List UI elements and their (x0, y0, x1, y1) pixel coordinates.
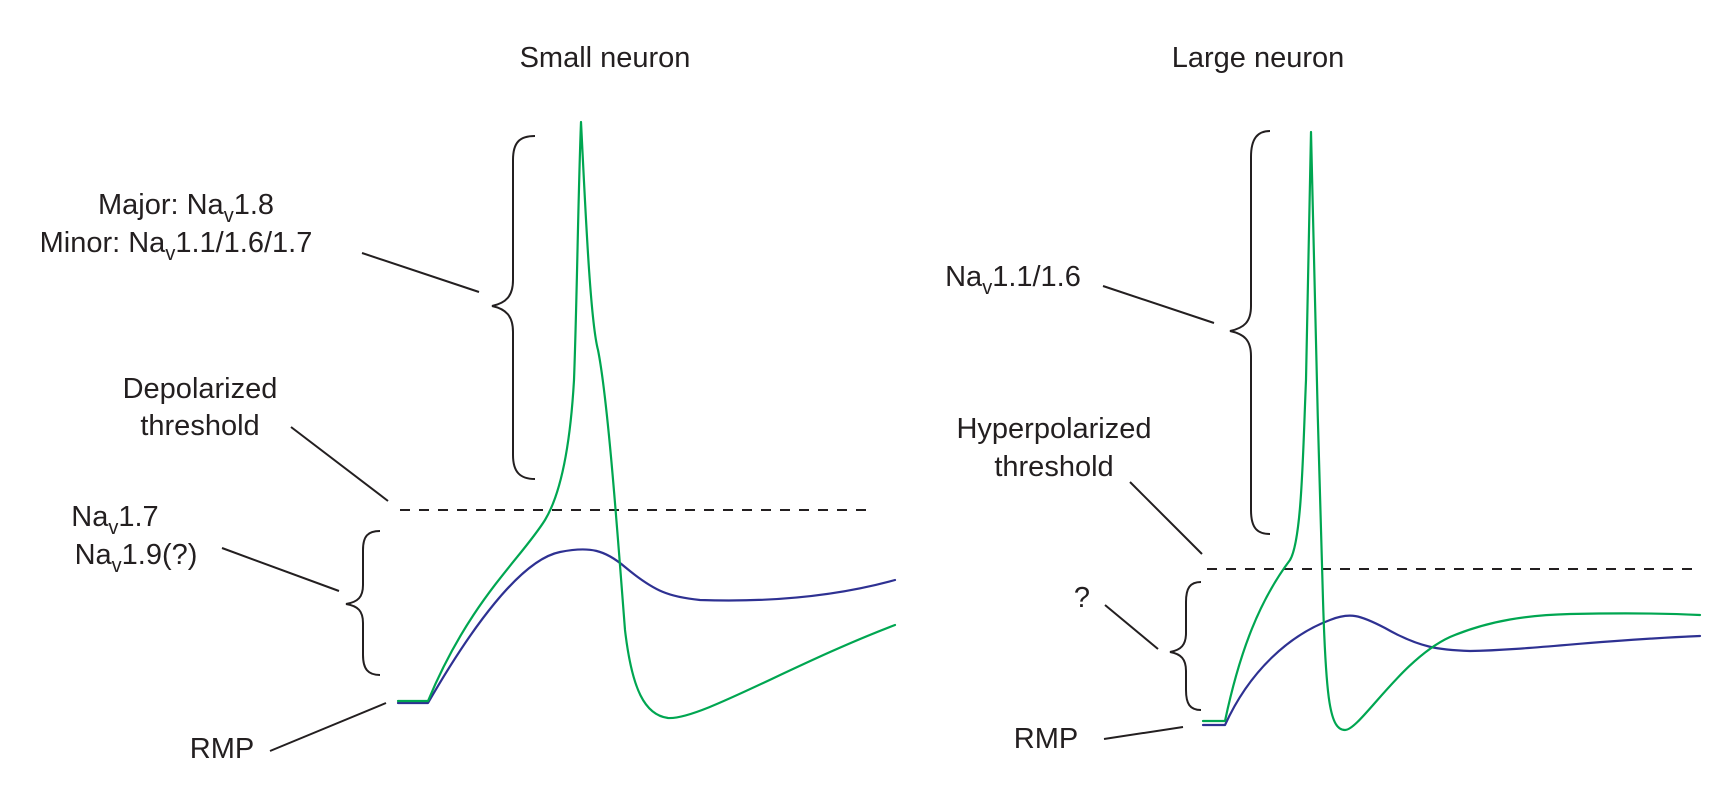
large-rmp-leader-line (1103, 726, 1184, 740)
large-neuron-title: Large neuron (1172, 42, 1345, 74)
large-spike-leader-line (1102, 285, 1215, 324)
large-threshold-label-line1: Hyperpolarized (956, 413, 1151, 445)
small-subthreshold-label-line2: Nav1.9(?) (75, 539, 198, 577)
large-spike-brace (1229, 130, 1271, 535)
small-subthreshold-brace (345, 530, 381, 676)
small-neuron-spike-trace (396, 120, 897, 720)
large-rmp-label: RMP (1014, 723, 1078, 755)
small-threshold-label-line1: Depolarized (123, 373, 278, 405)
large-neuron-panel: Large neuron Nav1.1/1.6 Hyperpolarized t… (945, 42, 1702, 755)
small-subthreshold-label-line1: Nav1.7 (71, 501, 158, 539)
large-threshold-label-line2: threshold (994, 451, 1113, 483)
small-neuron-subthreshold-trace (396, 548, 897, 705)
large-threshold-leader-line (1129, 481, 1203, 555)
small-spike-label-line2: Minor: Nav1.1/1.6/1.7 (40, 227, 313, 265)
large-neuron-spike-trace (1201, 130, 1702, 732)
small-threshold-leader-line (290, 426, 389, 502)
small-spike-leader-line (361, 252, 480, 293)
small-neuron-panel: Small neuron Major: Nav1.8 Minor: Nav1.1… (40, 42, 897, 765)
small-threshold-label-line2: threshold (140, 410, 259, 442)
large-neuron-subthreshold-trace (1201, 614, 1702, 727)
small-rmp-label: RMP (190, 733, 254, 765)
large-spike-label-line1: Nav1.1/1.6 (945, 261, 1081, 299)
small-spike-brace (491, 135, 536, 480)
small-subthreshold-leader-line (221, 547, 340, 592)
large-subthreshold-leader-line (1104, 604, 1159, 650)
small-spike-label-line1: Major: Nav1.8 (98, 189, 274, 227)
large-subthreshold-label: ? (1074, 582, 1090, 614)
small-rmp-leader-line (269, 702, 387, 752)
large-subthreshold-brace (1169, 581, 1202, 711)
small-neuron-title: Small neuron (520, 42, 691, 74)
